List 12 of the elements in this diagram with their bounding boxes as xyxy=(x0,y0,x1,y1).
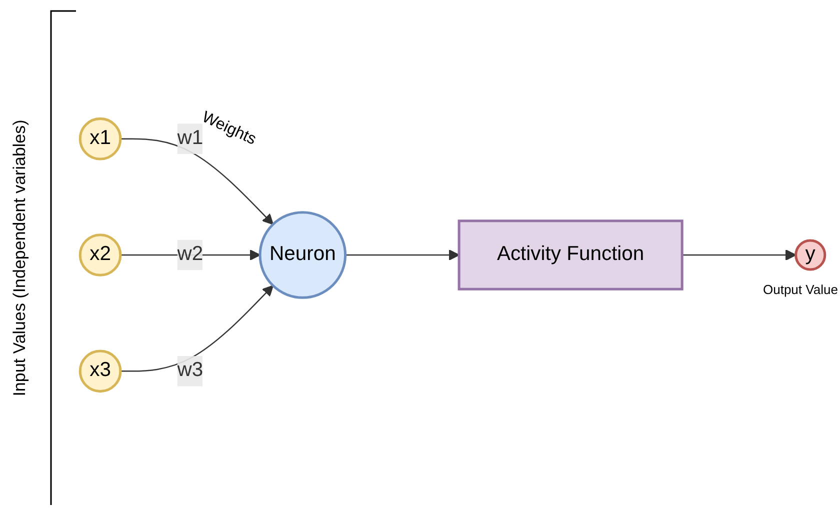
arrow xyxy=(120,285,274,372)
node-circle: x1 xyxy=(78,117,122,160)
arrow xyxy=(120,138,274,225)
arrow xyxy=(682,249,796,261)
node-circle: x2 xyxy=(78,234,122,276)
node-caption: Output Value xyxy=(763,282,838,298)
node-circle: x3 xyxy=(78,350,122,393)
axis-label: Input Values (Independent variables) xyxy=(10,119,30,396)
node-circle: Neuron xyxy=(258,211,347,299)
arrow xyxy=(345,249,460,261)
node-circle: y xyxy=(794,239,826,271)
process-box: Activity Function xyxy=(458,220,684,290)
